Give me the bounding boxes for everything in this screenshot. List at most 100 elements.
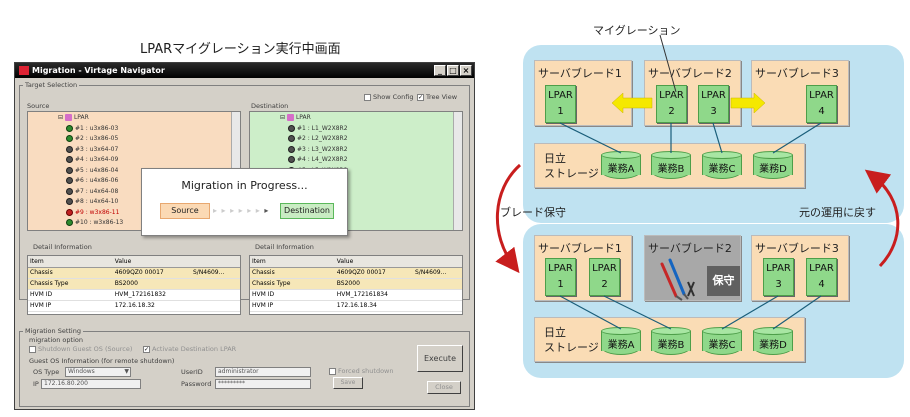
detail-cell: 172.16.18.34 — [334, 300, 413, 312]
execute-button[interactable]: Execute — [417, 345, 463, 372]
source-tree-row[interactable]: #11 : w3x86-15 — [66, 229, 240, 231]
source-tree-row[interactable]: #2 : u3x86-05 — [66, 134, 240, 145]
close-window-button[interactable]: × — [460, 65, 472, 76]
running-status-icon — [66, 219, 73, 226]
destination-label: Destination — [251, 102, 289, 110]
blade-maintenance-label: ブレード保守 — [500, 206, 566, 219]
os-type-select[interactable]: Windows▼ — [65, 367, 131, 377]
source-tree-row[interactable]: #1 : u3x86-03 — [66, 124, 240, 135]
top-lpar-1-name: LPAR — [548, 90, 573, 101]
expand-icon[interactable]: ⊟ — [280, 114, 287, 121]
source-tree-row[interactable]: #10 : w3x86-13 — [66, 218, 240, 229]
running-status-icon — [66, 124, 73, 132]
activate-dest-checkbox[interactable]: ✓Activate Destination LPAR — [143, 345, 236, 353]
detail-cell: Chassis — [250, 267, 335, 279]
forced-shutdown-checkbox[interactable]: Forced shutdown — [329, 367, 394, 375]
migration-window: Migration - Virtage Navigator _ □ × Targ… — [14, 62, 475, 410]
bottom-blade-2-title: サーバブレード2 — [648, 242, 732, 255]
top-lpar-2: LPAR 2 — [656, 85, 687, 123]
expand-icon[interactable]: ⊟ — [58, 114, 65, 121]
top-lpar-2-name: LPAR — [659, 90, 684, 101]
source-label: Source — [27, 102, 50, 110]
top-blade-3-title: サーバブレード3 — [755, 67, 839, 80]
bottom-disk-d-label: 業務D — [759, 340, 787, 351]
migration-arrow-right — [730, 92, 766, 114]
detail-cell: Chassis Type — [28, 278, 113, 290]
dest-tree-row[interactable]: ⊟ LPAR — [280, 113, 462, 124]
blade-maintenance-arrow — [495, 163, 521, 274]
shutdown-guest-box — [29, 345, 36, 353]
detail-cell: 4609QZ0 00017 — [334, 267, 413, 279]
maximize-button[interactable]: □ — [447, 65, 459, 76]
source-tree-row-label: #11 : w3x86-15 — [75, 230, 123, 231]
source-tree-row[interactable]: #7 : u4x64-08 — [66, 187, 240, 198]
source-tree-row-label: #7 : u4x64-08 — [75, 187, 119, 195]
shutdown-guest-checkbox[interactable]: Shutdown Guest OS (Source) — [29, 345, 132, 353]
dest-tree-row[interactable]: #3 : L3_W2X8R2 — [288, 145, 462, 156]
dest-tree-row-label: LPAR — [295, 114, 311, 121]
source-tree-row[interactable]: #3 : u3x64-07 — [66, 145, 240, 156]
dest-tree-row[interactable]: #2 : L2_W2X8R2 — [288, 134, 462, 145]
source-tree-row-label: #1 : u3x86-03 — [75, 124, 119, 132]
detail-cell — [190, 278, 240, 290]
dest-tree-row[interactable]: #4 : L4_W2X8R2 — [288, 155, 462, 166]
source-detail-label: Detail Information — [33, 243, 92, 251]
detail-cell: S/N4609... — [412, 267, 462, 279]
top-disk-b: 業務B — [651, 151, 691, 179]
screen-caption: LPARマイグレーション実行中画面 — [140, 42, 341, 57]
source-tree-row[interactable]: ⊟ LPAR — [58, 113, 240, 124]
stopped-status-icon — [288, 145, 295, 153]
stopped-status-icon — [288, 124, 295, 132]
dest-tree-row[interactable]: #1 : L1_W2X8R2 — [288, 124, 462, 135]
source-tree-row[interactable]: #9 : w3x86-11 — [66, 208, 240, 219]
stopped-status-icon — [66, 145, 73, 153]
migration-label: マイグレーション — [593, 24, 681, 37]
top-lpar-4-num: 4 — [818, 106, 825, 117]
source-tree-row-label: #6 : u4x86-06 — [75, 177, 119, 184]
userid-field[interactable]: administrator — [215, 367, 311, 377]
detail-cell: 4609QZ0 00017 — [112, 267, 191, 279]
source-tree-row[interactable]: #5 : u4x86-04 — [66, 166, 240, 177]
save-button[interactable]: Save — [333, 377, 363, 389]
ip-label: IP — [33, 380, 39, 388]
detail-cell — [190, 300, 240, 312]
top-lpar-2-num: 2 — [668, 106, 675, 117]
source-tree-row[interactable]: #4 : u3x64-09 — [66, 155, 240, 166]
minimize-button[interactable]: _ — [434, 65, 446, 76]
tree-view-checkbox[interactable]: ✓Tree View — [417, 93, 457, 101]
close-button[interactable]: Close — [427, 381, 461, 394]
source-tree-row-label: LPAR — [73, 114, 89, 121]
password-field[interactable]: ********* — [215, 379, 311, 389]
stopped-status-icon — [66, 187, 73, 195]
source-tree-row-label: #5 : u4x86-04 — [75, 166, 119, 174]
progress-arrows-faded: ▸ ▸ ▸ ▸ ▸ ▸ — [213, 206, 261, 215]
window-title: Migration - Virtage Navigator — [32, 66, 165, 75]
show-config-checkbox[interactable]: Show Config — [364, 93, 413, 101]
migration-arrow-left — [611, 92, 653, 114]
source-tree-row[interactable]: #8 : u4x64-10 — [66, 197, 240, 208]
detail-cell — [412, 300, 462, 312]
source-tree-row-label: #9 : w3x86-11 — [75, 208, 120, 216]
top-blade-1-title: サーバブレード1 — [538, 67, 622, 80]
ip-field[interactable]: 172.16.80.200 — [41, 379, 141, 389]
detail-cell — [412, 289, 462, 301]
bottom-storage-label-1: 日立 — [544, 326, 566, 339]
top-disk-a: 業務A — [601, 151, 641, 179]
dest-tree-row-label: #3 : L3_W2X8R2 — [297, 145, 348, 153]
stopped-status-icon — [66, 198, 73, 205]
destination-tree-scrollbar[interactable] — [453, 112, 462, 230]
bottom-disk-b-label: 業務B — [657, 340, 685, 351]
source-tree-row[interactable]: #6 : u4x86-06 — [66, 176, 240, 187]
